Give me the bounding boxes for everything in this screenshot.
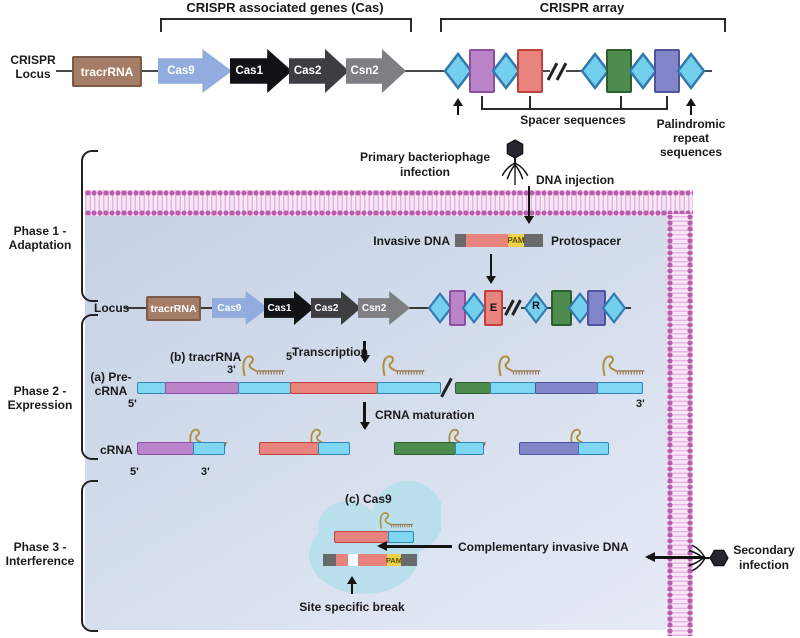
hairpin-rna-icon: [378, 350, 428, 378]
target-dna-red: [336, 554, 348, 566]
secondary-infection-label: Secondary infection: [733, 543, 795, 572]
target-dna-end: [401, 554, 417, 566]
spacer-bracket-tick: [529, 96, 531, 108]
five-prime-label: 5': [130, 466, 139, 478]
phase1-bracket: [81, 150, 98, 302]
crna-slate: [519, 442, 579, 455]
membrane-dots: [667, 214, 673, 636]
protospacer-segment: [466, 234, 508, 247]
membrane-dots: [85, 210, 693, 216]
bacteriophage-icon: [681, 541, 729, 575]
palindromic-pointer-arrow: [690, 100, 692, 115]
primary-infection-label: Primary bacteriophage infection: [359, 150, 491, 179]
three-prime-label: 3': [636, 398, 645, 410]
complementary-dna-arrow: [380, 545, 452, 548]
tracrrna-product-label: (b) tracrRNA: [170, 350, 242, 364]
pam-segment: PAM: [385, 554, 403, 566]
spacer-bracket-tick: [620, 96, 622, 108]
crispr-array-bracket: [440, 18, 726, 32]
invasive-dna-label: Invasive DNA: [373, 234, 450, 248]
tracrrna-gene-box-inner: tracrRNA: [146, 296, 201, 321]
locus-label: Locus: [94, 301, 130, 315]
pre-crna-repeat: [137, 382, 166, 394]
spacer-sequences-label: Spacer sequences: [520, 113, 626, 127]
pre-crna-repeat: [377, 382, 441, 394]
crna-repeat: [455, 442, 484, 455]
five-prime-label: 5': [286, 351, 295, 363]
phase3-label: Phase 3 -Interference: [5, 540, 75, 568]
membrane-dots: [85, 190, 693, 196]
target-dna-red: [358, 554, 387, 566]
pre-crna-spacer-purple: [165, 382, 239, 394]
invasive-dna-end: [524, 234, 543, 247]
three-prime-label: 3': [227, 364, 236, 376]
crispr-locus-label: CRISPR Locus: [10, 53, 56, 81]
repeat-diamond: [676, 52, 706, 90]
pre-crna-spacer-green: [455, 382, 491, 394]
crna-purple: [137, 442, 194, 455]
crispr-array-bracket-label: CRISPR array: [539, 0, 625, 15]
dna-injection-label: DNA injection: [536, 173, 615, 187]
invasive-dna-end: [455, 234, 466, 247]
five-prime-label: 5': [128, 398, 137, 410]
spacer-red: [517, 49, 543, 93]
site-break-arrow: [351, 578, 353, 594]
repeat-diamond-r: R: [523, 292, 549, 324]
cut-site-gap: [348, 554, 358, 566]
repeat-diamond: [601, 292, 627, 324]
pre-crna-repeat: [490, 382, 536, 394]
protospacer-label: Protospacer: [551, 234, 622, 248]
gene-arrow-cas1: Cas1: [230, 49, 292, 93]
phase3-bracket: [81, 480, 98, 632]
palindromic-label: Palindromic repeat sequences: [656, 117, 726, 159]
dna-injection-arrow: [528, 186, 530, 222]
crna-repeat: [578, 442, 609, 455]
secondary-infection-arrow: [648, 556, 704, 559]
crna-red: [259, 442, 319, 455]
hairpin-rna-icon: [376, 508, 416, 530]
phase1-label: Phase 1 -Adaptation: [8, 224, 72, 252]
transcription-arrow: [363, 341, 366, 361]
hairpin-rna-icon: [598, 350, 648, 378]
membrane-dots: [687, 214, 693, 636]
crna-repeat: [193, 442, 225, 455]
hairpin-rna-icon: [238, 350, 288, 378]
phase2-label: Phase 2 -Expression: [7, 384, 73, 412]
cas9-blob-label: (c) Cas9: [345, 492, 392, 506]
maturation-label: CRNA maturation: [375, 408, 475, 422]
bacteriophage-icon: [498, 139, 532, 187]
phase2-bracket: [81, 314, 98, 460]
cell-membrane-top: [85, 190, 693, 216]
gene-arrow-cas9: Cas9: [158, 49, 232, 93]
cell-membrane-right: [667, 214, 693, 636]
spacer-bracket: [481, 96, 668, 110]
pre-crna-spacer-slate: [535, 382, 598, 394]
pre-crna-repeat: [597, 382, 643, 394]
crna-repeat: [318, 442, 350, 455]
transcription-label: Transcription: [292, 345, 369, 359]
integration-arrow: [490, 254, 492, 282]
gene-arrow-csn2: Csn2: [346, 49, 406, 93]
maturation-arrow: [363, 402, 366, 428]
complementary-dna-label: Complementary invasive DNA: [458, 540, 629, 554]
repeat-pointer-arrow: [457, 100, 459, 115]
crna-green: [394, 442, 456, 455]
site-break-label: Site specific break: [299, 600, 405, 614]
gene-arrow-cas2: Cas2: [289, 49, 349, 93]
tracrrna-gene-box: tracrRNA: [72, 56, 142, 87]
cas-genes-bracket-label: CRISPR associated genes (Cas): [186, 0, 384, 15]
pre-crna-label: (a) Pre- cRNA: [90, 370, 132, 398]
crna-label: cRNA: [100, 443, 133, 457]
guide-crna-repeat: [388, 531, 414, 543]
pre-crna-spacer-red: [290, 382, 378, 394]
pre-crna-repeat: [238, 382, 291, 394]
pam-segment: PAM: [507, 234, 525, 247]
three-prime-label: 3': [201, 466, 210, 478]
new-spacer-e: E: [484, 290, 503, 326]
cas-genes-bracket: [160, 18, 412, 32]
target-dna-end: [323, 554, 336, 566]
hairpin-rna-icon: [494, 350, 544, 378]
